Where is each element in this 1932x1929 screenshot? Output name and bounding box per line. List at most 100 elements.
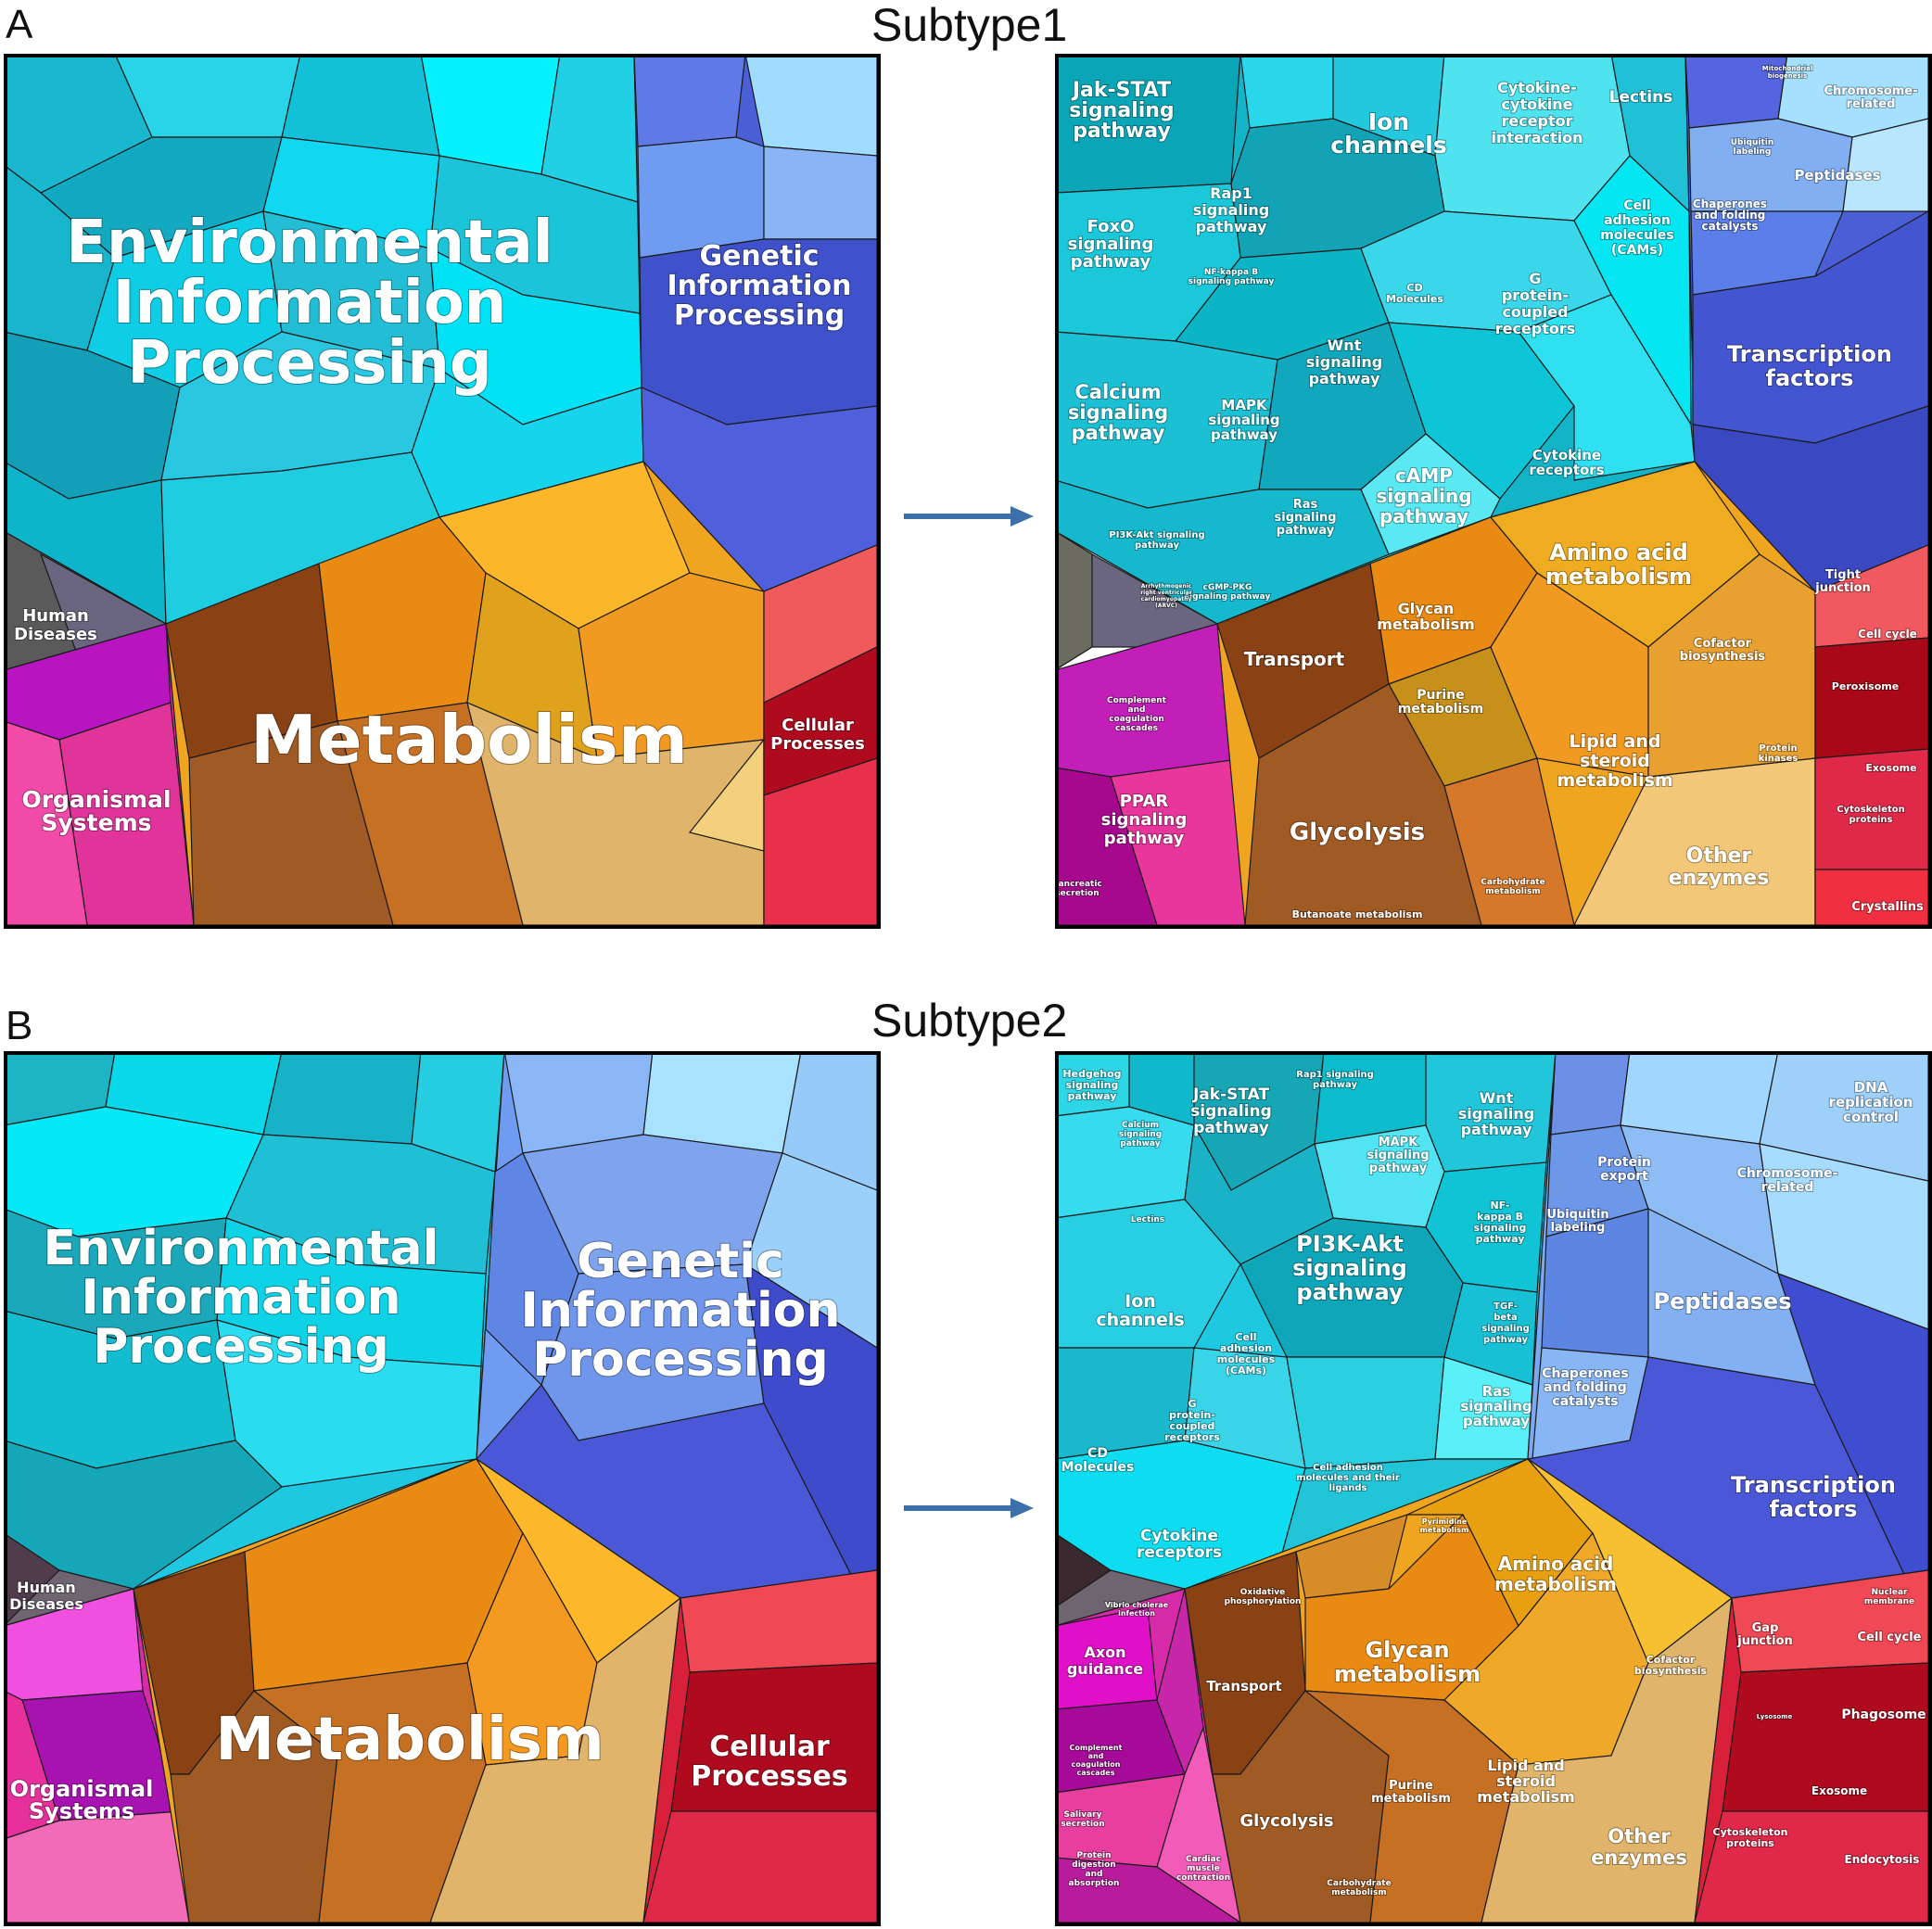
label-amino-b-1: metabolism (1494, 1573, 1617, 1595)
label-mapk-b-1: signaling (1367, 1149, 1430, 1162)
label-nfkb: NF-kappa B (1204, 268, 1258, 277)
label-transcription-b: Transcription (1731, 1472, 1896, 1498)
label-cyto-rec: Cytokine (1532, 447, 1601, 463)
label-nfkb-b-2: signaling (1474, 1222, 1527, 1234)
label-jak-b-1: signaling (1190, 1102, 1272, 1121)
right-arrow-icon (904, 1498, 1034, 1518)
label-arvc-1: right ventricular (1140, 590, 1192, 596)
label-tight: Tight (1825, 568, 1861, 582)
label-camp: cAMP (1395, 464, 1453, 487)
label-chaperones-b: Chaperones (1542, 1366, 1629, 1381)
label-other-enz-b-1: enzymes (1591, 1847, 1687, 1869)
label-mito-1: biogenesis (1768, 72, 1807, 80)
label-hedgehog-2: pathway (1068, 1090, 1117, 1102)
label-nuclear-1: membrane (1864, 1597, 1914, 1606)
label-pi3k: PI3K-Akt signaling (1109, 530, 1204, 540)
label-purine-b: Purine (1389, 1779, 1433, 1793)
label-ras-b: Ras (1482, 1383, 1511, 1400)
label-genetic-b: Genetic (577, 1234, 784, 1289)
label-carbohydrate-b-1: metabolism (1331, 1888, 1386, 1897)
label-ion: Ion (1368, 108, 1409, 135)
label-glycan: Glycan (1398, 600, 1455, 617)
label-gpcr-3: receptors (1495, 320, 1576, 337)
label-ppar-2: pathway (1104, 829, 1185, 848)
label-rap1-b-1: pathway (1313, 1080, 1357, 1090)
label-genetic-information-b: Information (520, 1283, 840, 1339)
label-wnt: Wnt (1328, 336, 1362, 354)
label-human-b: Human (17, 1579, 76, 1596)
label-vibrio-1: infection (1118, 1609, 1155, 1618)
label-cd-molecules: Molecules (1386, 293, 1443, 305)
label-jak-pathway: pathway (1073, 120, 1171, 143)
label-mapk: MAPK (1221, 397, 1268, 413)
label-diseases-b: Diseases (9, 1595, 83, 1613)
label-axon-1: guidance (1067, 1660, 1143, 1678)
label-dna-rep-2: control (1843, 1109, 1899, 1125)
label-mapk-2: pathway (1211, 426, 1277, 443)
label-chaperones-1: and folding (1695, 209, 1766, 222)
label-chaperones-b-2: catalysts (1552, 1394, 1618, 1409)
label-pi3k-b-2: pathway (1296, 1279, 1404, 1305)
label-cell-adh: Cell (1623, 198, 1650, 213)
label-chaperones-2: catalysts (1701, 220, 1758, 233)
label-foxo-2: pathway (1071, 252, 1151, 272)
label-purine: Purine (1417, 688, 1464, 703)
label-carbohydrate-b: Carbohydrate (1327, 1879, 1391, 1888)
label-genetic: Genetic (699, 240, 819, 273)
label-cyto-rec-b: Cytokine (1140, 1527, 1218, 1545)
label-purine-1: metabolism (1398, 702, 1483, 717)
label-cardiac-2: contraction (1176, 1873, 1230, 1883)
label-wnt-b-1: signaling (1458, 1105, 1534, 1123)
label-ion-b-1: channels (1096, 1310, 1184, 1330)
label-pi3k-1: pathway (1135, 540, 1179, 551)
label-cellular-processes: Processes (770, 734, 865, 754)
label-pancreatic: Pancreatic (1055, 880, 1102, 889)
label-chromosome: Chromosome- (1824, 84, 1917, 98)
label-cyto-int-2: receptor (1501, 112, 1572, 130)
label-information: Information (113, 269, 507, 337)
label-jak-b: Jak-STAT (1192, 1085, 1270, 1104)
panel-letter-a: A (6, 2, 33, 47)
label-ras: Ras (1293, 498, 1318, 512)
label-cell-adh-3: (CAMs) (1611, 243, 1663, 258)
label-calcium-b-2: pathway (1120, 1139, 1160, 1149)
label-calcium-b: Calcium (1122, 1121, 1159, 1130)
label-glycolysis-b: Glycolysis (1239, 1811, 1333, 1831)
label-exosome: Exosome (1865, 762, 1916, 774)
label-vibrio: Vibrio cholerae (1105, 1601, 1169, 1609)
label-wnt-2: pathway (1309, 370, 1380, 387)
label-nfkb-b-3: pathway (1476, 1233, 1525, 1245)
label-protein-export-1: export (1600, 1169, 1648, 1184)
label-arvc: Arrhythmogenic (1141, 583, 1192, 590)
label-cell-adh-b-1: adhesion (1220, 1342, 1272, 1354)
treemap-a-overview: Environmental Information Processing Gen… (4, 54, 881, 929)
label-cgmp: cGMP-PKG (1203, 583, 1252, 592)
label-lipid-b-1: steroid (1496, 1772, 1556, 1790)
label-cgmp-1: signaling pathway (1185, 592, 1271, 602)
label-salivary: Salivary (1064, 1810, 1102, 1820)
label-salivary-1: secretion (1061, 1820, 1104, 1829)
label-complement: Complement (1107, 696, 1167, 705)
label-genetic-processing-b: Processing (532, 1332, 829, 1388)
label-pi3k-b-1: signaling (1292, 1255, 1407, 1281)
label-chaperones: Chaperones (1693, 197, 1767, 210)
label-oxphos-1: phosphorylation (1225, 1597, 1302, 1606)
label-cellular-b: Cellular (709, 1731, 830, 1763)
label-gap: Gap (1752, 1621, 1779, 1635)
label-gpcr-1: protein- (1502, 286, 1569, 304)
label-jak-stat: Jak-STAT (1071, 79, 1171, 102)
label-cardiac-1: muscle (1187, 1864, 1220, 1873)
label-cellular-processes-b: Processes (691, 1760, 847, 1793)
label-cd: CD (1406, 282, 1422, 294)
label-environmental: Environmental (66, 209, 553, 277)
label-complement-b-3: cascades (1077, 1769, 1115, 1777)
label-organismal-b: Organismal (10, 1776, 154, 1802)
label-pancreatic-1: secretion (1055, 889, 1099, 898)
label-ubiquitin-b-1: labeling (1551, 1221, 1606, 1235)
label-protein-digest-2: and (1086, 1870, 1103, 1879)
label-other-enz-1: enzymes (1669, 867, 1770, 890)
label-cyto-int-1: cytokine (1502, 95, 1573, 113)
label-chromosome-b: Chromosome- (1737, 1166, 1838, 1181)
label-rap1-b: Rap1 signaling (1296, 1070, 1374, 1080)
label-foxo: FoxO (1087, 217, 1135, 236)
